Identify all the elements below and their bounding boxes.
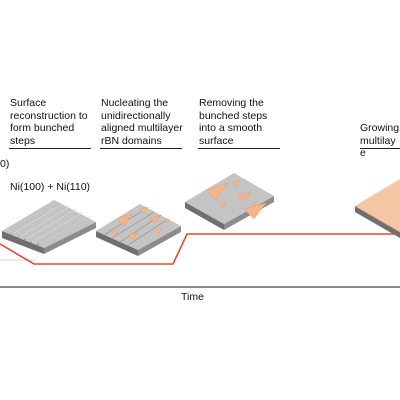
stage-3-underline <box>198 148 280 149</box>
stage-1-underline <box>9 148 91 149</box>
domain-triangle <box>127 231 139 241</box>
domain-triangle <box>139 206 149 215</box>
stage-2-label: Nucleating the unidirectionally aligned … <box>101 97 183 147</box>
domain-triangle <box>237 191 251 202</box>
domain-triangle <box>153 227 163 235</box>
stage-4-underline <box>360 148 400 149</box>
domain-triangle <box>205 182 229 201</box>
slab-1-top <box>2 200 96 248</box>
stage-4-label: Growing multilaye <box>360 122 400 159</box>
domain-triangle <box>219 201 227 209</box>
slab-3-top <box>185 173 274 224</box>
slab-4-top <box>355 179 400 232</box>
nucleation-slab <box>96 204 181 256</box>
rbn-domains-grown <box>205 179 267 220</box>
domain-triangle <box>111 229 119 237</box>
stage-1-label: Surface reconstruction to form bunched s… <box>10 97 88 147</box>
left-edge-fragment: 0) <box>0 158 10 170</box>
slab-2-side <box>96 231 138 256</box>
domain-triangle <box>149 214 161 224</box>
x-axis-label: Time <box>181 291 204 303</box>
slab-2-right <box>138 226 181 256</box>
stage-3-label: Removing the bunched steps into a smooth… <box>199 97 268 147</box>
slab-1-side <box>2 231 44 254</box>
multilayer-film-slab <box>354 179 400 238</box>
rbn-domains <box>111 206 170 241</box>
process-trace <box>0 233 400 265</box>
bunched-steps-slab <box>2 200 96 254</box>
slab-2-top <box>96 204 181 250</box>
domain-triangle <box>117 213 133 227</box>
domain-triangle <box>251 200 259 207</box>
domain-triangle <box>231 179 241 188</box>
slab-1-right <box>44 222 96 254</box>
domain-triangle <box>243 202 267 220</box>
smooth-surface-slab <box>185 173 274 230</box>
slab-4-side <box>355 206 400 238</box>
stage-2-underline <box>100 148 182 149</box>
slab-3-side <box>185 202 224 230</box>
substrate-label: Ni(100) + Ni(110) <box>10 181 91 193</box>
domain-triangle <box>163 218 170 224</box>
